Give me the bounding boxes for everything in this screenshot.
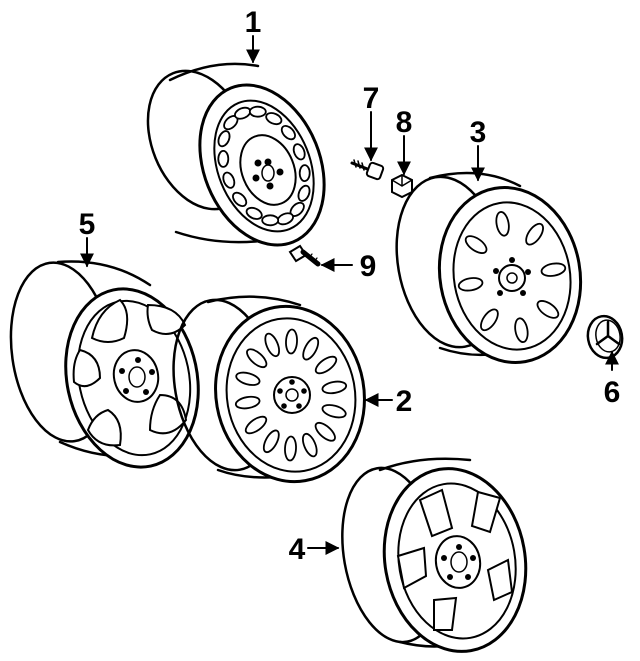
vent-slot [217,150,230,168]
vent-slot [265,112,283,126]
wheel-window [246,348,268,369]
wheel-window [234,395,261,410]
callout-2: 2 [396,385,413,418]
wheel-window [514,317,529,343]
wheel-window [321,380,348,395]
callout-1: 1 [245,6,262,39]
callout-5: 5 [79,208,96,241]
wheel-window [536,300,560,319]
callout-8: 8 [396,106,413,139]
wheel-window [525,222,544,246]
callout-6: 6 [604,376,621,409]
wheel-window [264,332,280,358]
wheel-5 [9,260,200,469]
wheel-window [302,336,320,361]
vent-slot [245,206,263,220]
wheel-window [285,328,298,355]
vent-slot [217,130,231,148]
leader-lines [80,35,619,555]
center-cap [586,314,624,360]
wheel-window [244,415,268,435]
callout-3: 3 [470,116,487,149]
wheel-2-windows [234,328,348,462]
vent-slot [261,214,280,227]
wheel-window [284,435,297,462]
wheel-window [314,421,336,442]
wheel-window [480,308,499,332]
wheel-window [235,371,261,386]
lug-bolt [350,159,385,181]
wheel-window [457,277,484,292]
wheel-window [540,262,567,277]
vent-slot [280,125,296,141]
wheel-1-vent-slots [217,105,311,227]
vent-slot [297,184,311,202]
wheel-window [302,432,318,458]
wheel-3-windows [457,211,567,343]
vent-slot [292,143,306,161]
callout-labels: 1 7 8 3 9 5 6 2 4 [79,6,621,566]
wheel-window [321,404,347,419]
wheel-1 [146,62,326,247]
valve-cap [391,173,413,199]
wheel-3 [395,171,583,365]
callout-4: 4 [289,533,306,566]
wheel-2 [172,295,366,484]
wheel-4 [341,457,528,653]
wheel-window [314,355,338,375]
wheel-window [495,211,510,237]
valve-stem [288,244,321,267]
vent-slot [222,171,236,189]
wheel-window [262,429,280,454]
callout-9: 9 [360,250,377,283]
vent-slot [248,105,267,118]
vent-slot [232,191,248,207]
vent-slot [298,164,311,182]
wheel-window [464,235,488,254]
callout-7: 7 [363,82,380,115]
